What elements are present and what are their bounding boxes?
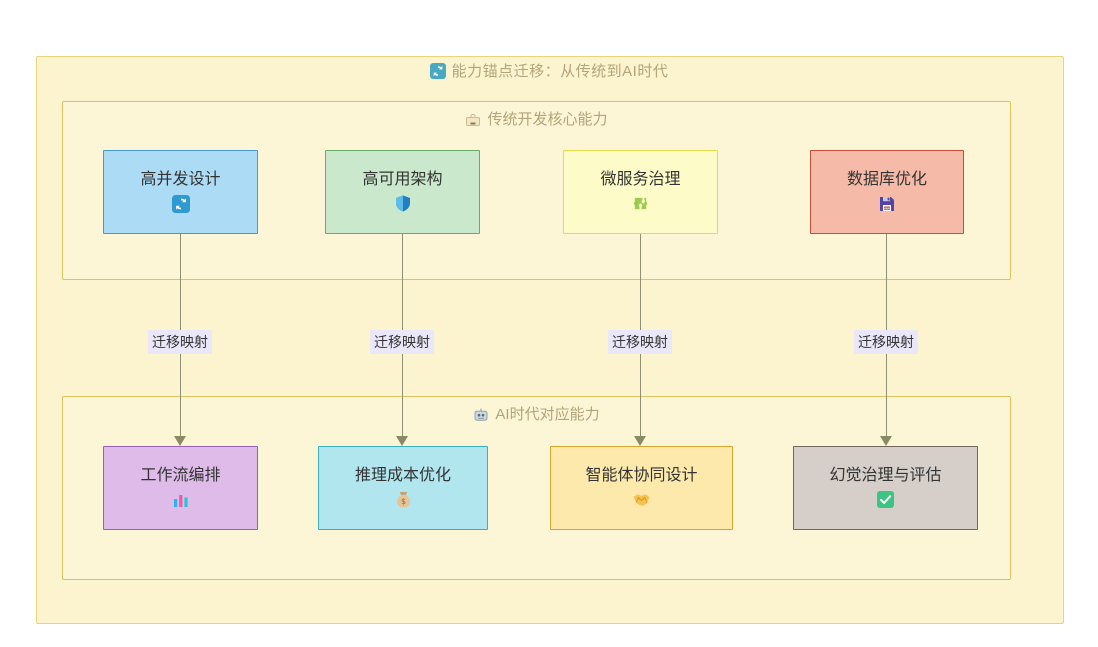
sync-icon [429,63,446,83]
toolbox-icon [465,113,481,131]
edge-label: 迁移映射 [148,330,212,354]
puzzle-icon [632,195,649,213]
edge-migration-1: 迁移映射 [120,234,240,446]
node-database-optimization: 数据库优化 [810,150,964,234]
arrow-down-icon [174,436,186,446]
node-agent-collaboration-design: 智能体协同设计 [550,446,733,530]
node-label: 幻觉治理与评估 [829,467,942,485]
robot-icon [473,408,489,426]
money-bag-icon: $ [396,491,411,509]
edge-migration-2: 迁移映射 [342,234,462,446]
group-traditional-label: 传统开发核心能力 [487,111,608,128]
node-label: 工作流编排 [140,467,221,485]
handshake-icon [632,491,651,509]
edge-label: 迁移映射 [370,330,434,354]
node-high-concurrency-design: 高并发设计 [103,150,258,234]
diagram-title: 能力锚点迁移：从传统到AI时代 [36,60,1062,83]
node-label: 高可用架构 [362,171,443,189]
node-inference-cost-optimization: 推理成本优化 $ [318,446,488,530]
node-microservice-governance: 微服务治理 [563,150,718,234]
arrow-down-icon [634,436,646,446]
node-label: 推理成本优化 [354,467,451,485]
node-label: 智能体协同设计 [585,467,698,485]
group-traditional-title: 传统开发核心能力 [63,108,1010,131]
arrow-down-icon [880,436,892,446]
edge-label: 迁移映射 [854,330,918,354]
edge-migration-3: 迁移映射 [580,234,700,446]
shield-icon [395,195,410,213]
node-hallucination-governance-evaluation: 幻觉治理与评估 [793,446,978,530]
edge-migration-4: 迁移映射 [826,234,946,446]
edge-label: 迁移映射 [608,330,672,354]
check-mark-icon [877,491,894,509]
diagram-title-text: 能力锚点迁移：从传统到AI时代 [451,63,669,80]
group-ai-title: AI时代对应能力 [63,403,1010,426]
node-label: 数据库优化 [846,171,927,189]
floppy-disk-icon [879,195,895,213]
node-label: 微服务治理 [600,171,681,189]
node-label: 高并发设计 [140,171,221,189]
node-high-availability-architecture: 高可用架构 [325,150,480,234]
svg-text:$: $ [400,497,405,506]
arrow-down-icon [396,436,408,446]
group-ai-label: AI时代对应能力 [495,406,600,423]
bar-chart-icon [173,491,189,509]
sync-icon [171,194,190,213]
node-workflow-orchestration: 工作流编排 [103,446,258,530]
